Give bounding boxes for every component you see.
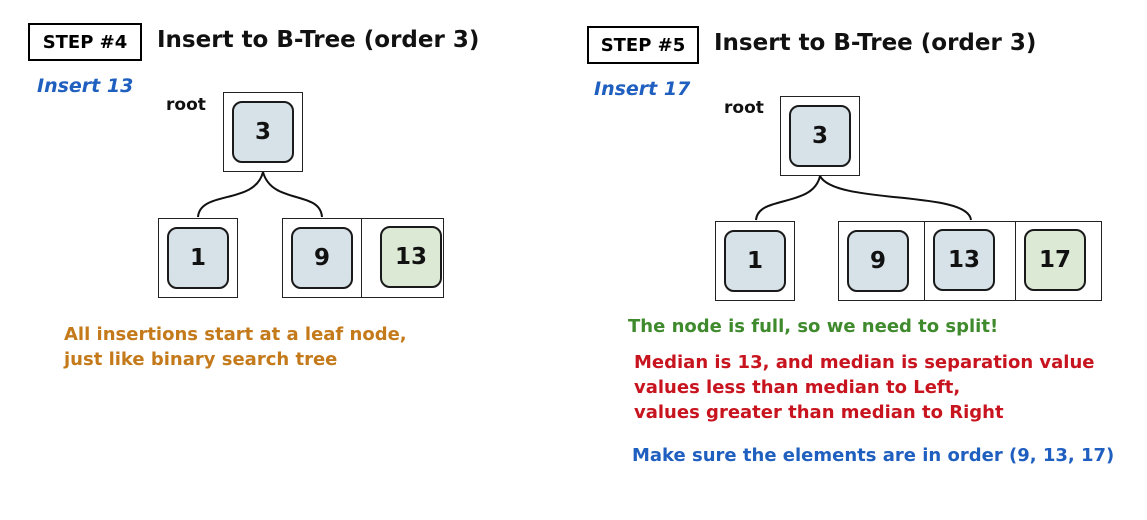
root-key: 3 [789, 105, 851, 167]
step-4-title: Insert to B-Tree (order 3) [157, 27, 480, 53]
leaf-key: 9 [847, 230, 909, 292]
leaf-node-left: 1 [715, 221, 795, 301]
step-4-panel: STEP #4 Insert to B-Tree (order 3) Inser… [0, 0, 573, 520]
tree-edges [755, 175, 972, 221]
root-key: 3 [232, 101, 294, 163]
step-5-badge: STEP #5 [587, 26, 699, 64]
note-line: values greater than median to Right [634, 402, 1004, 423]
inserted-key: 13 [380, 226, 442, 288]
note-line: values less than median to Left, [634, 377, 961, 398]
inserted-key: 17 [1024, 229, 1086, 291]
tree-edges [197, 171, 323, 218]
edge-root-left [197, 171, 264, 218]
edge-root-right [819, 175, 972, 221]
edge-root-left [755, 175, 821, 221]
root-node: 3 [223, 92, 303, 172]
step-4-badge: STEP #4 [28, 23, 142, 61]
root-label: root [724, 98, 764, 118]
slot-divider [1015, 221, 1016, 301]
step-5-title: Insert to B-Tree (order 3) [714, 30, 1037, 56]
step-5-panel: STEP #5 Insert to B-Tree (order 3) Inser… [573, 0, 1147, 520]
split-note: The node is full, so we need to split! [628, 316, 999, 337]
step-4-subtitle: Insert 13 [37, 75, 134, 97]
leaf-node-right-slot-2: 13 [372, 218, 452, 298]
insertion-note: All insertions start at a leaf node, jus… [64, 322, 407, 372]
step-5-subtitle: Insert 17 [594, 78, 691, 100]
note-line: Median is 13, and median is separation v… [634, 352, 1095, 373]
root-label: root [166, 95, 206, 115]
note-line: just like binary search tree [64, 349, 338, 370]
edge-root-right [262, 171, 323, 218]
slot-divider [924, 221, 925, 301]
root-node: 3 [780, 96, 860, 176]
leaf-node-left: 1 [158, 218, 238, 298]
leaf-node-right-slot-2: 13 [925, 221, 1005, 301]
order-note: Make sure the elements are in order (9, … [632, 445, 1115, 466]
leaf-key: 1 [724, 230, 786, 292]
leaf-key: 9 [291, 227, 353, 289]
leaf-key: 1 [167, 227, 229, 289]
note-line: All insertions start at a leaf node, [64, 324, 407, 345]
leaf-key: 13 [933, 229, 995, 291]
slot-divider [361, 218, 362, 298]
median-note: Median is 13, and median is separation v… [634, 350, 1095, 425]
leaf-node-right-slot-3: 17 [1016, 221, 1096, 301]
